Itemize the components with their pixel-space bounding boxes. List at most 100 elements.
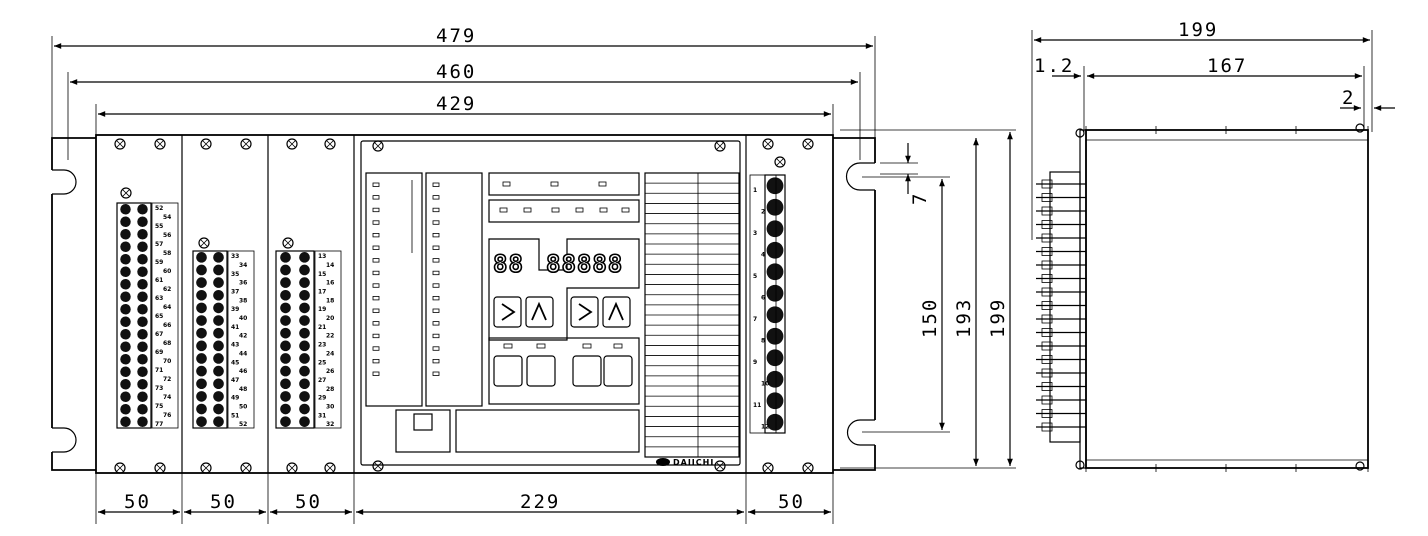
- terminal-number: 54: [163, 214, 171, 221]
- screw-cross: [288, 140, 296, 148]
- terminal-block: [275, 250, 315, 429]
- lamp-icon: [551, 207, 560, 213]
- screw-icon: [154, 138, 166, 150]
- pushbutton-1[interactable]: [493, 343, 523, 387]
- screw-cross: [116, 464, 124, 472]
- terminal-screw: [299, 264, 310, 276]
- screw-icon: [1355, 123, 1365, 133]
- terminal-number: 56: [163, 232, 171, 239]
- terminal-nut: [1041, 301, 1053, 310]
- terminal-screw: [280, 289, 291, 301]
- lower-switch[interactable]: [413, 413, 433, 431]
- lamp-icon: [432, 207, 440, 213]
- terminal-screw: [120, 316, 131, 327]
- screw-icon: [240, 138, 252, 150]
- screw-cross: [326, 140, 334, 148]
- lamp-icon: [372, 308, 380, 313]
- mounting-slot: [845, 162, 875, 191]
- terminal-number: 6: [761, 295, 765, 302]
- terminal-screw: [137, 404, 148, 415]
- screw-cross: [122, 189, 130, 197]
- lamp-icon: [372, 245, 380, 250]
- display-panel: [488, 238, 640, 341]
- lamp-icon: [372, 195, 380, 200]
- shift-key[interactable]: [493, 296, 522, 328]
- terminal-number: 70: [163, 358, 171, 365]
- terminal-screw: [196, 252, 207, 263]
- screw-icon: [286, 462, 298, 474]
- lamp-icon: [432, 232, 440, 238]
- pushbutton-4[interactable]: [603, 343, 633, 387]
- terminal-screw: [196, 416, 207, 427]
- terminal-screw: [299, 302, 310, 314]
- terminal-screw: [213, 264, 224, 276]
- lamp-icon: [432, 195, 440, 200]
- mounting-slot: [52, 427, 77, 453]
- terminal-nut: [1041, 382, 1053, 391]
- terminal-screw: [196, 365, 207, 377]
- indicator-bar-1: [488, 172, 640, 196]
- terminal-screw: [137, 366, 148, 377]
- screw-icon: [114, 462, 126, 474]
- terminal-screw: [196, 277, 207, 288]
- up-key-2[interactable]: [602, 296, 631, 328]
- terminal-screw: [196, 378, 207, 390]
- terminal-number: 60: [163, 268, 171, 275]
- lamp-icon: [550, 181, 559, 187]
- controller-module: 88 88888: [360, 140, 741, 467]
- screw-cross: [804, 464, 812, 472]
- screw-icon: [324, 138, 336, 150]
- display-left-digits: 88: [493, 250, 524, 278]
- up-key[interactable]: [525, 296, 554, 328]
- lamp-icon: [372, 270, 380, 276]
- terminal-blocks: 5254555657585960616263646566676869707172…: [116, 174, 786, 434]
- pushbutton-2[interactable]: [526, 343, 556, 387]
- terminal-screw: [137, 291, 148, 302]
- terminal-number: 16: [326, 280, 334, 287]
- lamp-icon: [372, 207, 380, 213]
- terminal-screw: [213, 315, 224, 326]
- lamp-icon: [432, 220, 440, 225]
- terminal-screw: [120, 229, 131, 240]
- lamp-icon: [523, 207, 532, 213]
- terminal-screw: [120, 379, 131, 390]
- terminal-number: 28: [326, 386, 334, 393]
- lamp-icon: [432, 258, 440, 263]
- terminal-number: 47: [231, 377, 239, 384]
- shift-key-2[interactable]: [570, 296, 599, 328]
- terminal-number: 51: [231, 412, 239, 419]
- pushbutton-3[interactable]: [572, 343, 602, 387]
- lamp-icon: [432, 371, 440, 376]
- terminal-number: 23: [318, 342, 326, 349]
- screw-icon: [372, 460, 384, 472]
- lamp-icon: [372, 346, 380, 351]
- module-width-3: 50: [295, 491, 322, 513]
- terminal-screw: [766, 220, 784, 238]
- terminal-screw: [120, 404, 131, 415]
- front-panel-edge: [1079, 129, 1087, 469]
- indicator-bar-2: [488, 199, 640, 223]
- terminal-screw: [213, 416, 224, 427]
- screw-cross: [284, 239, 292, 247]
- lamp-icon: [372, 333, 380, 339]
- terminal-screw: [196, 327, 207, 339]
- terminal-number: 74: [163, 394, 171, 401]
- terminal-number: 1: [753, 187, 757, 194]
- module-width-4: 229: [520, 491, 560, 513]
- terminal-number: 24: [326, 350, 334, 357]
- lamp-icon: [372, 371, 380, 376]
- terminal-screw: [120, 291, 131, 302]
- terminal-screw: [280, 327, 291, 339]
- screw-cross: [202, 140, 210, 148]
- terminal-screw: [137, 341, 148, 352]
- offset-2: 2: [1342, 87, 1355, 109]
- height-193: 193: [953, 298, 975, 338]
- terminal-screw: [766, 392, 784, 410]
- terminal-number: 40: [239, 315, 247, 322]
- terminal-screw: [766, 177, 784, 195]
- terminal-number: 29: [318, 395, 326, 402]
- terminal-screw: [766, 306, 784, 324]
- terminal-number: 10: [761, 381, 769, 388]
- terminal-number: 19: [318, 306, 326, 313]
